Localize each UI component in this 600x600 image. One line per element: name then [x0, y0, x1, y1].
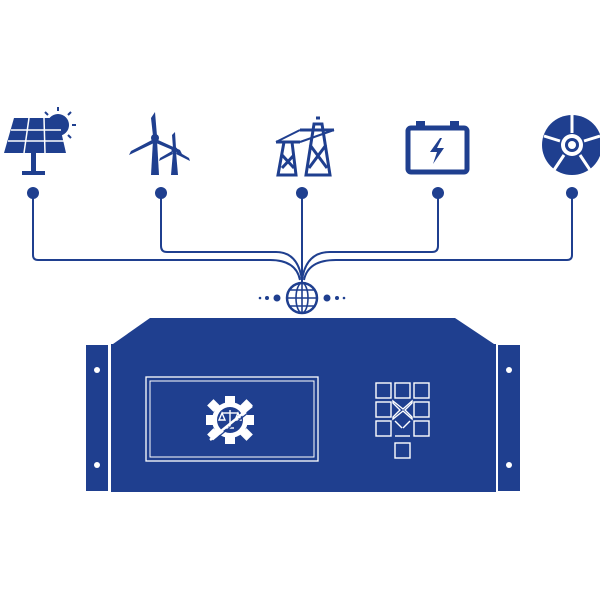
- connection-dots: [27, 187, 578, 199]
- rack-ear-left: [86, 345, 108, 491]
- connector-solar: [32, 193, 301, 281]
- gear-balance-scale-icon: [206, 396, 255, 444]
- keypad-icon: [375, 382, 430, 459]
- fan-icon: [542, 115, 600, 175]
- connector-battery: [301, 193, 439, 281]
- dot-solar: [27, 187, 39, 199]
- dot-tower: [296, 187, 308, 199]
- rack-ear-right: [498, 345, 520, 491]
- device-top-bevel: [113, 318, 494, 344]
- controller-device: [86, 318, 520, 492]
- device-display: [145, 376, 319, 462]
- battery-icon: [405, 121, 470, 175]
- connector-fan: [303, 193, 573, 281]
- dot-fan: [566, 187, 578, 199]
- device-front-panel: [111, 344, 496, 492]
- power-grid-tower-icon: [275, 116, 335, 177]
- dot-battery: [432, 187, 444, 199]
- globe-icon: [285, 281, 319, 315]
- dot-wind: [155, 187, 167, 199]
- connection-lines: [32, 193, 573, 282]
- connector-wind: [160, 193, 303, 281]
- hub-dots: [258, 294, 346, 302]
- solar-panel-icon: [4, 107, 76, 175]
- wind-turbine-icon: [129, 112, 190, 175]
